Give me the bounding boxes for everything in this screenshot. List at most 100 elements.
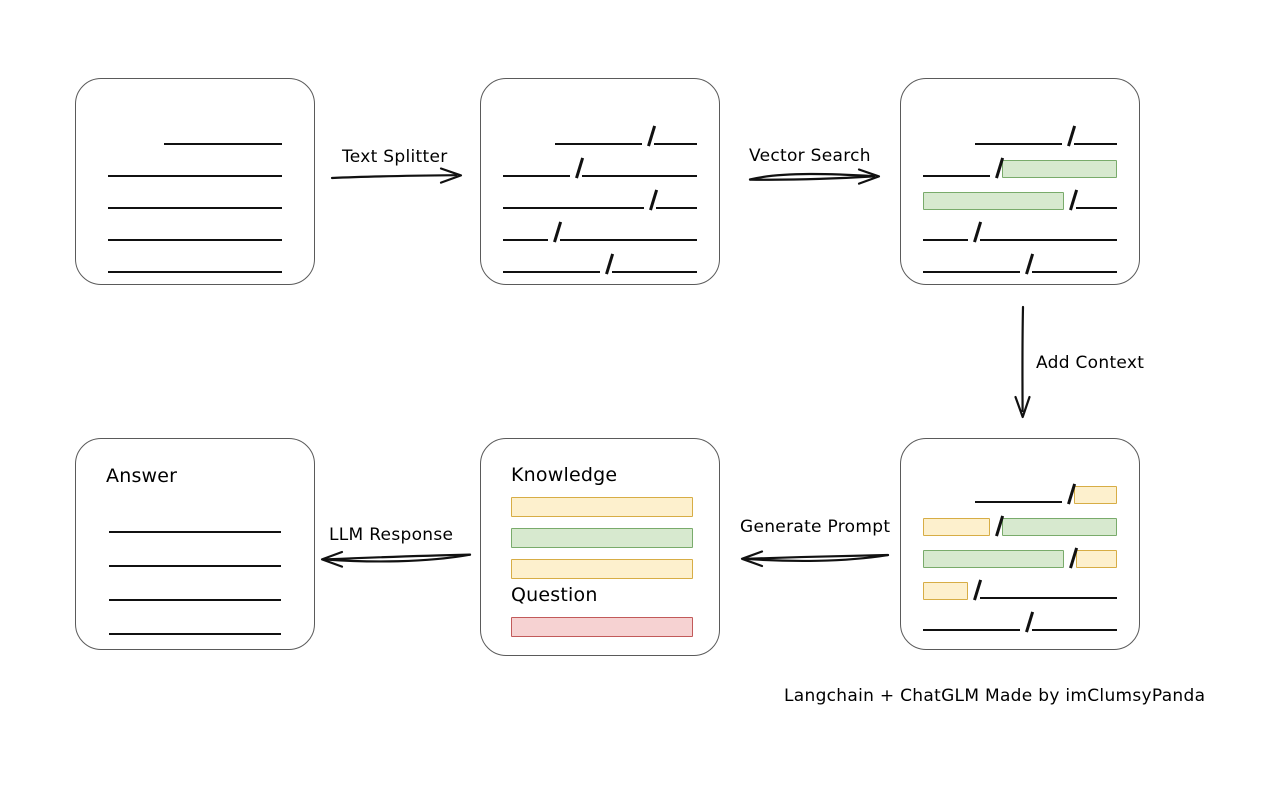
highlight-chip-green[interactable]: [923, 192, 1065, 210]
document-line: [503, 123, 697, 145]
document-line: [923, 577, 1117, 600]
context-document-body: [901, 439, 1139, 649]
text-line-segment: [653, 143, 697, 145]
split-slash-icon: [1062, 123, 1074, 145]
document-line: [108, 251, 282, 273]
question-bar-1[interactable]: [511, 617, 693, 637]
document-line: [503, 187, 697, 209]
answer-card[interactable]: Answer: [75, 438, 315, 650]
knowledge-bar-1[interactable]: [511, 497, 693, 517]
text-line-segment: [923, 271, 1020, 273]
text-line-segment: [559, 239, 697, 241]
edge-add-context-label: Add Context: [1036, 353, 1145, 373]
document-line: [923, 513, 1117, 536]
document-line: [503, 155, 697, 177]
document-line: [923, 219, 1117, 241]
document-line: [503, 219, 697, 241]
question-heading: Question: [511, 584, 598, 606]
highlight-chip-yellow[interactable]: [1076, 550, 1117, 568]
split-slash-icon: [570, 155, 582, 177]
highlight-chip-green[interactable]: [1001, 160, 1117, 178]
text-line-segment: [503, 239, 548, 241]
text-line-segment: [923, 239, 968, 241]
split-slash-icon: [1062, 481, 1074, 503]
split-slash-icon: [990, 155, 1002, 177]
split-slash-icon: [1064, 545, 1076, 567]
answer-body: [76, 439, 314, 649]
document-line: [923, 187, 1117, 210]
footer-credit: Langchain + ChatGLM Made by imClumsyPand…: [784, 686, 1206, 706]
document-line: [923, 609, 1117, 631]
text-line-segment: [979, 597, 1117, 599]
edge-text-splitter-label: Text Splitter: [342, 147, 448, 167]
text-line-segment: [1073, 143, 1117, 145]
vector-matched-document-card[interactable]: [900, 78, 1140, 285]
document-line: [108, 155, 282, 177]
text-line-segment: [109, 565, 281, 567]
source-document-card[interactable]: [75, 78, 315, 285]
edge-generate-prompt-label: Generate Prompt: [740, 517, 891, 537]
document-line: [923, 481, 1117, 504]
split-slash-icon: [644, 187, 656, 209]
text-line-segment: [108, 271, 282, 273]
text-line-segment: [975, 501, 1062, 503]
edge-vector-search: [748, 165, 888, 189]
split-slash-icon: [1020, 609, 1032, 631]
document-line: [109, 579, 281, 601]
text-line-segment: [555, 143, 642, 145]
knowledge-bar-3[interactable]: [511, 559, 693, 579]
text-line-segment: [1076, 207, 1117, 209]
text-line-segment: [611, 271, 697, 273]
text-line-segment: [108, 239, 282, 241]
document-line: [503, 251, 697, 273]
document-line: [923, 545, 1117, 568]
text-line-segment: [503, 271, 600, 273]
split-document-body: [481, 79, 719, 284]
text-line-segment: [1031, 271, 1117, 273]
document-line: [109, 545, 281, 567]
text-line-segment: [109, 599, 281, 601]
edge-vector-search-label: Vector Search: [749, 146, 871, 166]
text-line-segment: [109, 633, 281, 635]
text-line-segment: [923, 175, 990, 177]
knowledge-bar-2[interactable]: [511, 528, 693, 548]
split-slash-icon: [1020, 251, 1032, 273]
prompt-card[interactable]: Knowledge Question: [480, 438, 720, 656]
vector-matched-document-body: [901, 79, 1139, 284]
text-line-segment: [503, 175, 570, 177]
text-line-segment: [503, 207, 645, 209]
source-document-body: [76, 79, 314, 284]
edge-llm-response: [320, 545, 472, 569]
text-line-segment: [108, 175, 282, 177]
highlight-chip-yellow[interactable]: [923, 518, 990, 536]
highlight-chip-yellow[interactable]: [1073, 486, 1117, 504]
split-document-card[interactable]: [480, 78, 720, 285]
edge-text-splitter: [330, 165, 470, 187]
context-document-card[interactable]: [900, 438, 1140, 650]
edge-llm-response-label: LLM Response: [329, 525, 454, 545]
split-slash-icon: [642, 123, 654, 145]
text-line-segment: [923, 629, 1020, 631]
split-slash-icon: [1064, 187, 1076, 209]
answer-heading: Answer: [106, 465, 178, 487]
text-line-segment: [581, 175, 697, 177]
split-slash-icon: [968, 219, 980, 241]
document-line: [108, 187, 282, 209]
document-line: [108, 219, 282, 241]
highlight-chip-green[interactable]: [923, 550, 1065, 568]
split-slash-icon: [968, 577, 980, 599]
edge-add-context: [1010, 305, 1036, 423]
edge-generate-prompt: [740, 545, 890, 569]
split-slash-icon: [548, 219, 560, 241]
text-line-segment: [164, 143, 282, 145]
highlight-chip-green[interactable]: [1001, 518, 1117, 536]
text-line-segment: [979, 239, 1117, 241]
highlight-chip-yellow[interactable]: [923, 582, 968, 600]
text-line-segment: [1031, 629, 1117, 631]
document-line: [109, 613, 281, 635]
text-line-segment: [109, 531, 281, 533]
text-line-segment: [975, 143, 1062, 145]
document-line: [108, 123, 282, 145]
document-line: [109, 511, 281, 533]
